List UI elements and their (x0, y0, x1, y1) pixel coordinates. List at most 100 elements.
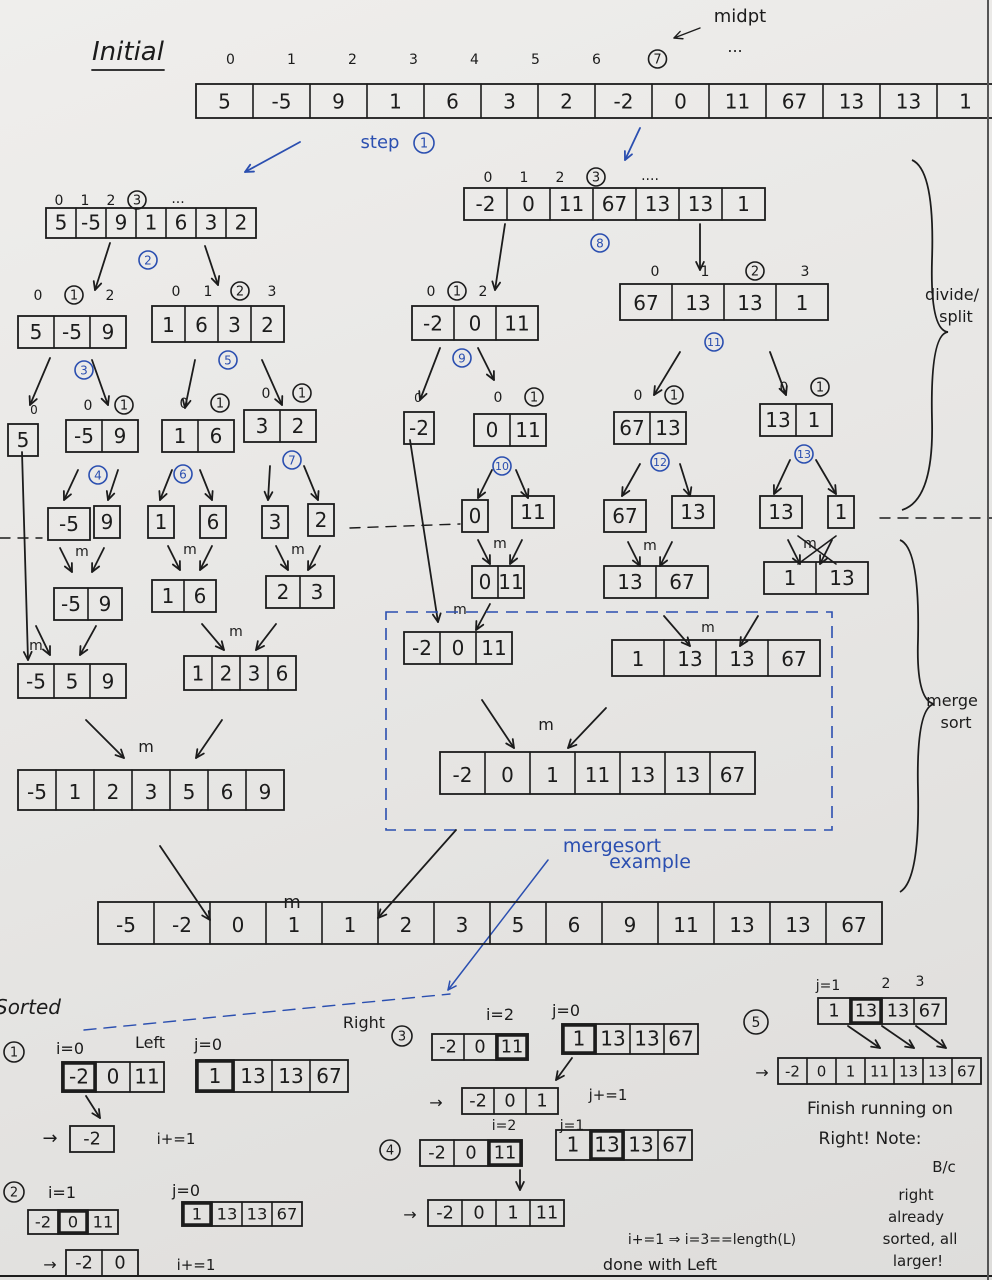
level3-indices-d-circled-index: 1 (524, 387, 544, 407)
right-label: Right (343, 1013, 385, 1032)
arrow-l3-1-shaft (107, 469, 119, 501)
title-initial: Initial (92, 37, 165, 67)
step1-circle-ring (413, 132, 435, 154)
walk2-right-cell: 13 (217, 1204, 238, 1223)
split-right-b-cell: 13 (685, 291, 710, 315)
arrow-m2-e-head (475, 620, 485, 631)
arrow-r1-a (491, 223, 506, 291)
merged2-array-cell: 13 (617, 570, 642, 594)
walk5-arrow-2-shaft (915, 1025, 947, 1049)
walk4-done: done with Left (603, 1255, 717, 1274)
step12-circle: 12 (650, 452, 670, 472)
split-left-b-cell: 1 (162, 313, 175, 337)
merge-l4-3-a-shaft (275, 545, 289, 571)
split-left-b-indices-index: 1 (204, 284, 213, 300)
right-half-array-cell: 67 (602, 192, 627, 216)
walk5-out-cell: 1 (846, 1063, 856, 1081)
walk3-right-cell: 13 (600, 1027, 625, 1051)
left-half-array-cell: 1 (145, 211, 158, 235)
walk5-right-cell: 13 (855, 1002, 878, 1022)
merged4-array-cell: 9 (259, 780, 272, 804)
split-right-b-indices-circled-index-text: 2 (751, 265, 759, 280)
walk1-arrow-shaft (85, 1095, 101, 1119)
merged2-array-cell: 11 (498, 570, 523, 594)
arrow-l3-4 (263, 465, 274, 501)
walk2-i: i=1 (48, 1183, 76, 1202)
arrow-l3-6-head (477, 488, 487, 499)
step-right-arrow-shaft (624, 127, 641, 161)
walk2-circle-ring (3, 1181, 25, 1203)
arrow-l3-5 (303, 465, 320, 501)
merged3-array-cell: 5 (66, 669, 79, 693)
merge-m2-a-m: m (29, 638, 43, 654)
arrow-final-a (159, 845, 211, 921)
merged3-array-cell: -5 (26, 669, 46, 693)
right-half-indices-index: 2 (556, 170, 565, 186)
walk5-note-line: right (898, 1186, 933, 1204)
side-label-merge: merge (926, 691, 978, 710)
step3-circle: 3 (74, 360, 94, 380)
long-arrow-5-head (22, 650, 33, 661)
step13-circle-ring (794, 444, 814, 464)
initial-array-cell: 9 (332, 89, 345, 113)
walk5-out-cell: -2 (785, 1063, 800, 1081)
walk5-circle: 5 (743, 1009, 769, 1035)
level4-cell: 11 (511, 495, 555, 529)
walk5-arrow-1-shaft (881, 1025, 915, 1049)
step4-circle-ring (88, 465, 108, 485)
arrow-l3-0 (62, 469, 79, 501)
initial-indices-index: 6 (592, 52, 601, 68)
merge-l4-1-a-head (63, 562, 73, 573)
walk3-j: j=0 (551, 1001, 580, 1020)
level4-cell: 67 (603, 499, 647, 533)
initial-array-cell: 2 (560, 89, 573, 113)
walk1-right-highlight (195, 1059, 235, 1093)
walk3-left-highlight (495, 1033, 529, 1061)
step10-circle-ring (492, 456, 512, 476)
level3-array-cell: 11 (515, 418, 540, 442)
walk3-arrow (555, 1057, 573, 1081)
step8-circle-text: 8 (596, 236, 604, 250)
walk2-right-cell: 1 (192, 1204, 202, 1223)
step7-circle-ring (282, 450, 302, 470)
left-half-indices-index: 0 (55, 193, 64, 209)
merged4-array-cell: 5 (183, 780, 196, 804)
long-arrow-5 (21, 451, 33, 661)
split-left-a-indices-index: 0 (34, 288, 43, 304)
walk3-out-cell: -2 (469, 1092, 487, 1112)
arrow-m3-b-head (195, 748, 205, 759)
merged4-array-cell: 13 (630, 763, 655, 787)
walk1-right-cell: 67 (316, 1064, 341, 1088)
initial-indices-index: 5 (531, 52, 540, 68)
level3-index: 0 (30, 403, 38, 417)
walk4-j: j=1 (559, 1118, 585, 1134)
arrow-l2-d-head (274, 395, 284, 406)
merged2-array-cell: 3 (311, 580, 324, 604)
level3-indices-f-circled-index: 1 (810, 377, 830, 397)
long-arrow-5-shaft (21, 451, 29, 661)
right-half-array-cell: 1 (737, 192, 750, 216)
walk2-left-cell: 11 (93, 1212, 114, 1231)
split-left-b-cell: 2 (261, 313, 274, 337)
walk5-out-cell: 13 (899, 1063, 918, 1081)
walk3-right-cell: 67 (668, 1027, 693, 1051)
walk5-circle-text: 5 (752, 1015, 761, 1031)
walk3-right-cell: 13 (634, 1027, 659, 1051)
arrow-r2-d (769, 351, 788, 396)
step9-circle-text: 9 (458, 351, 466, 365)
level4-cell-outline (307, 503, 335, 537)
arrow-l3-3-head (204, 490, 214, 501)
right-half-ellipsis: .... (641, 168, 659, 184)
level4-cell-cell: 13 (768, 500, 793, 524)
arrow-l3-7-shaft (515, 469, 529, 499)
arrow-l3-9-shaft (679, 463, 691, 497)
merge-l4-5-a (627, 541, 641, 567)
arrow-m3-a (85, 719, 125, 759)
side-label-sort: sort (941, 713, 972, 732)
